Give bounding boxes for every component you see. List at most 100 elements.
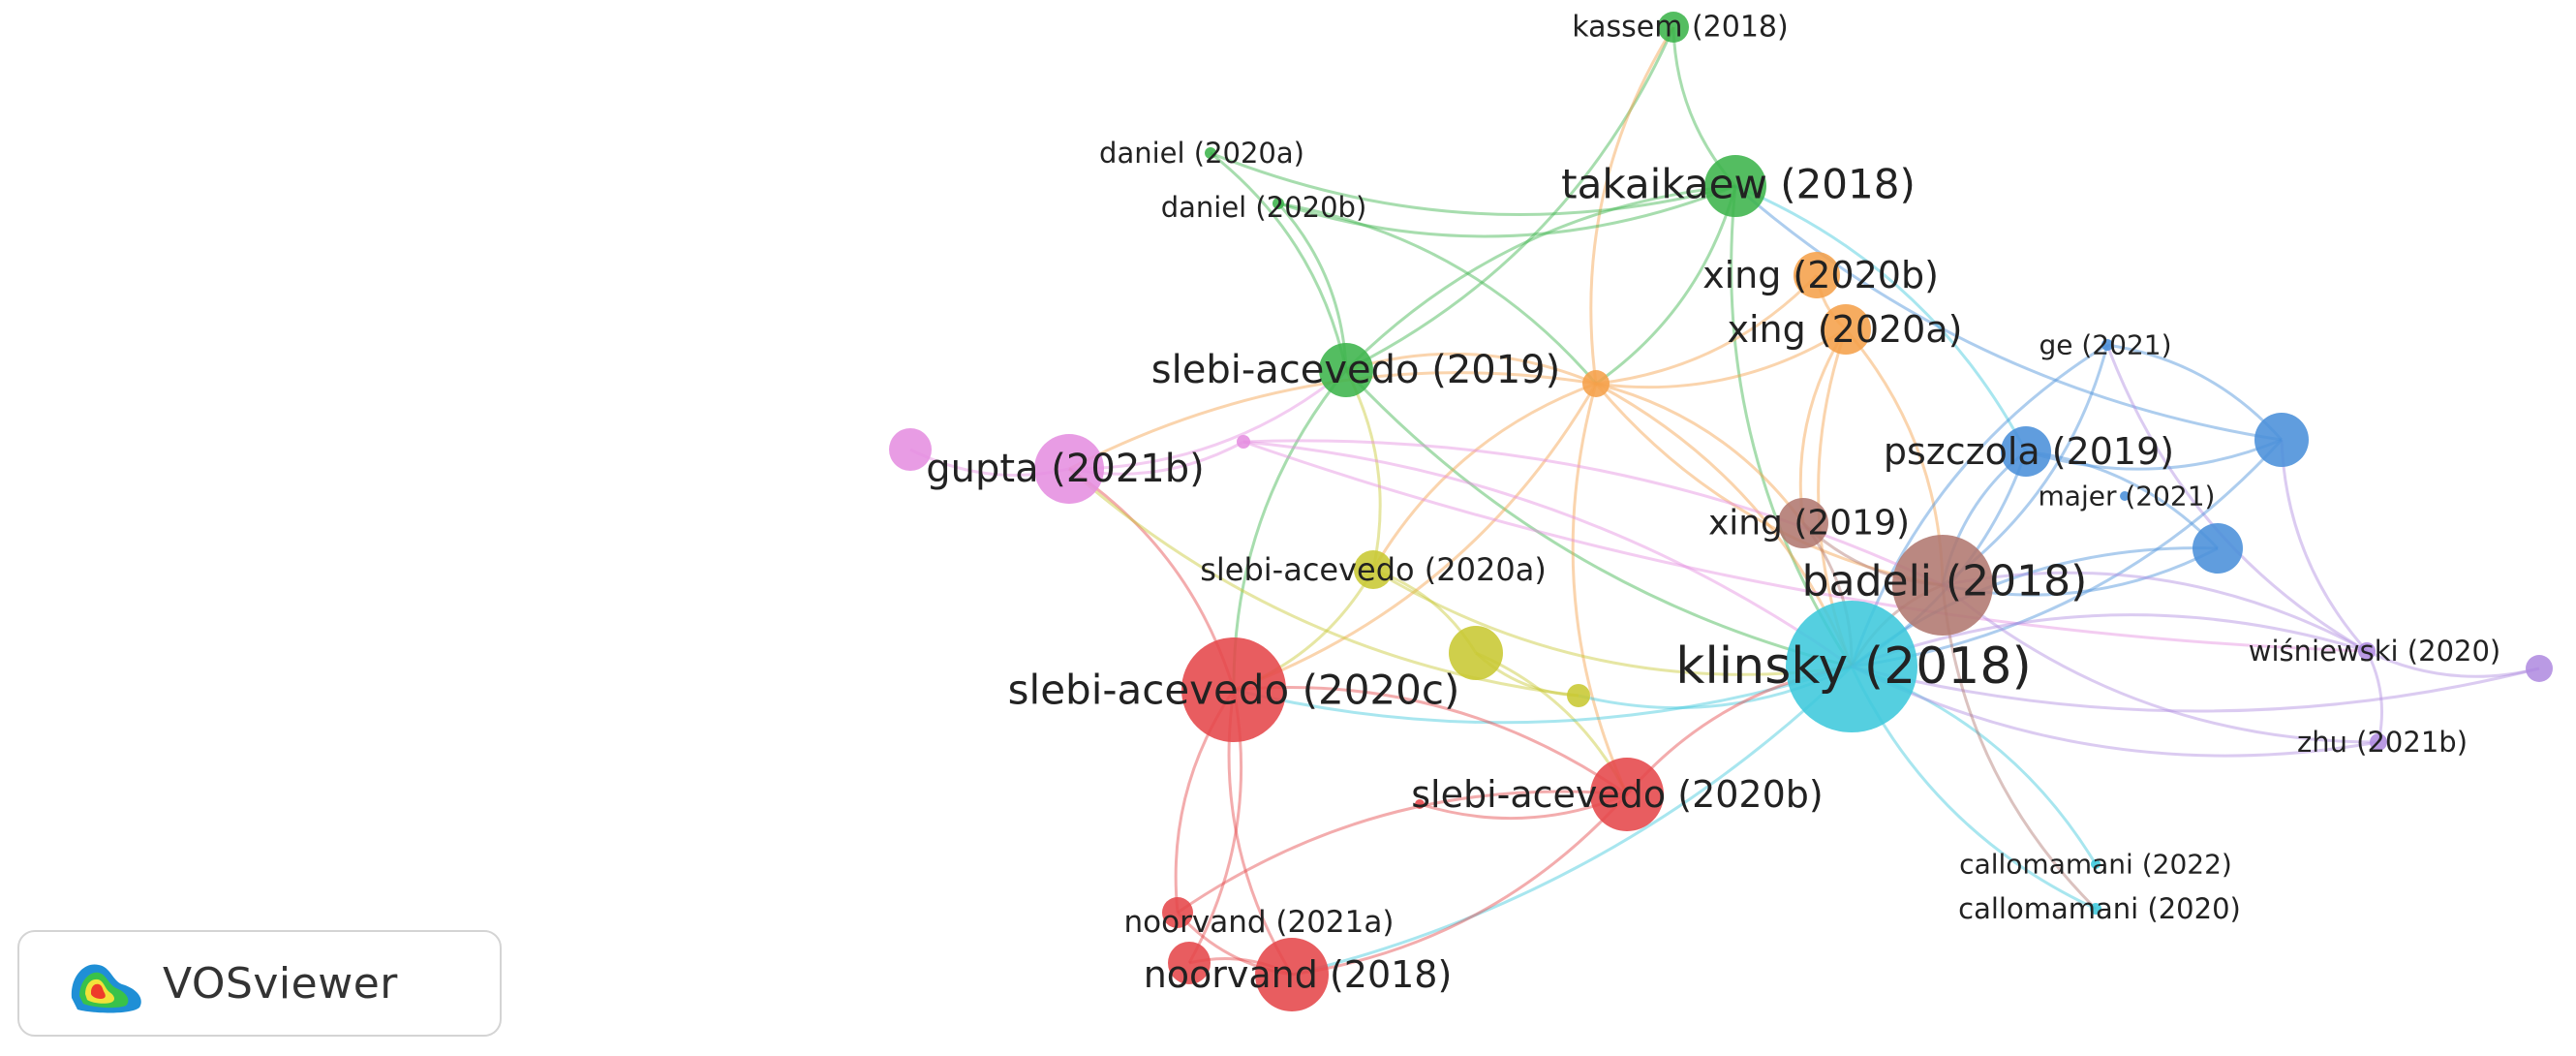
link-kassem-2018-orange-hub <box>1589 26 1675 385</box>
node-label-ge-2021: ge (2021) <box>2039 329 2171 361</box>
node-label-badeli-2018: badeli (2018) <box>1802 557 2088 606</box>
link-klinsky-2018-zhu-2021b <box>1851 665 2379 758</box>
link-orange-hub-badeli-2018 <box>1594 383 1944 587</box>
node-label-noorvand-2018: noorvand (2018) <box>1144 953 1453 996</box>
node-slebi-acevedo-2019[interactable] <box>1319 343 1373 397</box>
link-slebi-acevedo-2020a-klinsky-2018 <box>1372 568 1853 676</box>
link-takaikaew-2018-slebi-acevedo-2019 <box>1344 184 1736 372</box>
link-gupta-2021b-yellow-small <box>1068 467 1579 698</box>
node-label-pszczola-2019: pszczola (2019) <box>1884 430 2174 473</box>
node-xing-2019[interactable] <box>1778 498 1828 548</box>
link-orange-hub-slebi-acevedo-2020a <box>1371 382 1597 571</box>
node-label-wisniewski-2020: wiśniewski (2020) <box>2249 635 2501 668</box>
node-callomamani-2020[interactable] <box>2090 903 2101 915</box>
node-callomamani-2022[interactable] <box>2091 859 2101 869</box>
node-majer-2021[interactable] <box>2120 491 2130 501</box>
node-label-slebi-acevedo-2019: slebi-acevedo (2019) <box>1151 348 1560 392</box>
link-blue-right-klinsky-2018 <box>1851 438 2284 668</box>
node-orange-hub[interactable] <box>1582 370 1610 397</box>
node-label-slebi-acevedo-2020b: slebi-acevedo (2020b) <box>1411 773 1823 816</box>
link-takaikaew-2018-klinsky-2018 <box>1730 185 1854 668</box>
node-label-callomamani-2022: callomamani (2022) <box>1959 849 2232 881</box>
node-takaikaew-2018[interactable] <box>1704 155 1766 217</box>
node-ge-2021[interactable] <box>2101 339 2113 351</box>
node-label-xing-2020a: xing (2020a) <box>1728 308 1963 351</box>
link-xing-2020a-xing-2019 <box>1798 328 1848 524</box>
link-orange-hub-slebi-acevedo-2020c <box>1233 383 1598 692</box>
link-klinsky-2018-wisniewski-2020 <box>1851 613 2368 668</box>
node-xing-2020b[interactable] <box>1794 252 1840 298</box>
link-daniel-2020b-takaikaew-2018 <box>1277 184 1736 238</box>
link-takaikaew-2018-blue-right <box>1734 184 2283 442</box>
node-pink-dot[interactable] <box>1237 435 1250 449</box>
node-label-xing-2019: xing (2019) <box>1708 504 1910 544</box>
node-daniel-2020a[interactable] <box>1205 147 1216 159</box>
node-blue-right[interactable] <box>2254 413 2309 467</box>
link-daniel-2020a-slebi-acevedo-2019 <box>1210 151 1348 371</box>
node-noorvand-2021a[interactable] <box>1162 897 1193 928</box>
link-slebi-acevedo-2019-klinsky-2018 <box>1344 368 1853 668</box>
link-slebi-acevedo-2020b-noorvand-2021a <box>1177 790 1628 915</box>
node-label-majer-2021: majer (2021) <box>2039 481 2216 512</box>
link-pink-dot-klinsky-2018 <box>1242 440 1853 668</box>
link-daniel-2020a-takaikaew-2018 <box>1210 151 1736 216</box>
node-blue-mid[interactable] <box>2193 523 2243 574</box>
node-label-xing-2020b: xing (2020b) <box>1702 254 1939 296</box>
node-label-takaikaew-2018: takaikaew (2018) <box>1561 161 1916 208</box>
node-label-daniel-2020b: daniel (2020b) <box>1161 191 1367 224</box>
link-wisniewski-2020-purple-dot <box>2366 649 2540 678</box>
vosviewer-badge: VOSviewer <box>17 930 502 1037</box>
node-wisniewski-2020[interactable] <box>2358 642 2376 660</box>
link-xing-2020a-orange-hub <box>1595 327 1847 389</box>
node-label-daniel-2020a: daniel (2020a) <box>1099 137 1304 170</box>
node-slebi-acevedo-2020c[interactable] <box>1181 637 1286 742</box>
node-purple-dot[interactable] <box>2526 655 2553 682</box>
link-daniel-2020b-orange-hub <box>1277 202 1598 385</box>
node-gupta-2021b[interactable] <box>1034 434 1104 504</box>
network-nodes <box>889 12 2553 1011</box>
node-label-callomamani-2020: callomamani (2020) <box>1958 892 2241 925</box>
link-pink-dot-wisniewski-2020 <box>1242 440 2368 653</box>
link-ge-2021-wisniewski-2020 <box>2105 344 2368 653</box>
link-xing-2020b-orange-hub <box>1595 273 1819 386</box>
node-xing-2020a[interactable] <box>1821 304 1871 355</box>
node-yellow-small[interactable] <box>1567 684 1590 707</box>
link-slebi-acevedo-2019-gupta-2021b <box>1068 368 1347 471</box>
link-takaikaew-2018-pszczola-2019 <box>1734 184 2028 452</box>
node-kassem-2018[interactable] <box>1658 12 1689 43</box>
link-slebi-acevedo-2020c-slebi-acevedo-2020b <box>1233 686 1628 796</box>
network-labels: kassem (2018) daniel (2020a) daniel (2020b… <box>926 11 2500 997</box>
node-slebi-acevedo-2020a[interactable] <box>1354 550 1393 589</box>
link-slebi-acevedo-2020b-noorvand-2018 <box>1291 792 1629 977</box>
link-orange-hub-slebi-acevedo-2020b <box>1571 383 1629 795</box>
node-pink-small[interactable] <box>889 428 932 471</box>
node-noorvand-2018[interactable] <box>1255 938 1329 1011</box>
link-klinsky-2018-noorvand-2018 <box>1291 665 1854 977</box>
node-yellow-big[interactable] <box>1449 626 1503 680</box>
node-klinsky-2018[interactable] <box>1786 601 1917 732</box>
node-pszczola-2019[interactable] <box>2001 426 2051 477</box>
node-label-slebi-acevedo-2020a: slebi-acevedo (2020a) <box>1200 551 1547 588</box>
vosviewer-heatmap-logo-icon <box>62 949 149 1017</box>
node-zhu-2021b[interactable] <box>2370 733 2387 751</box>
node-label-zhu-2021b: zhu (2021b) <box>2297 726 2468 759</box>
node-daniel-2020b[interactable] <box>1273 198 1284 209</box>
node-red-noor-small[interactable] <box>1168 942 1211 984</box>
node-red-tiny[interactable] <box>1415 799 1425 809</box>
link-takaikaew-2018-orange-hub <box>1595 185 1737 386</box>
link-badeli-2018-wisniewski-2020 <box>1942 571 2368 653</box>
node-label-noorvand-2021a: noorvand (2021a) <box>1124 905 1395 940</box>
link-klinsky-2018-purple-dot <box>1851 665 2540 713</box>
node-badeli-2018[interactable] <box>1892 535 1993 636</box>
link-wisniewski-2020-zhu-2021b <box>2365 650 2384 743</box>
link-pszczola-2019-blue-mid <box>2025 450 2220 550</box>
link-kassem-2018-slebi-acevedo-2019 <box>1345 26 1675 372</box>
link-badeli-2018-zhu-2021b <box>1942 583 2379 744</box>
node-label-kassem-2018: kassem (2018) <box>1572 11 1788 45</box>
node-label-slebi-acevedo-2020c: slebi-acevedo (2020c) <box>1008 667 1460 714</box>
node-label-gupta-2021b: gupta (2021b) <box>926 447 1204 491</box>
link-pszczola-2019-blue-right <box>2025 438 2283 471</box>
node-slebi-acevedo-2020b[interactable] <box>1590 758 1664 831</box>
link-blue-right-wisniewski-2020 <box>2280 439 2369 652</box>
link-klinsky-2018-slebi-acevedo-2020c <box>1233 665 1853 725</box>
